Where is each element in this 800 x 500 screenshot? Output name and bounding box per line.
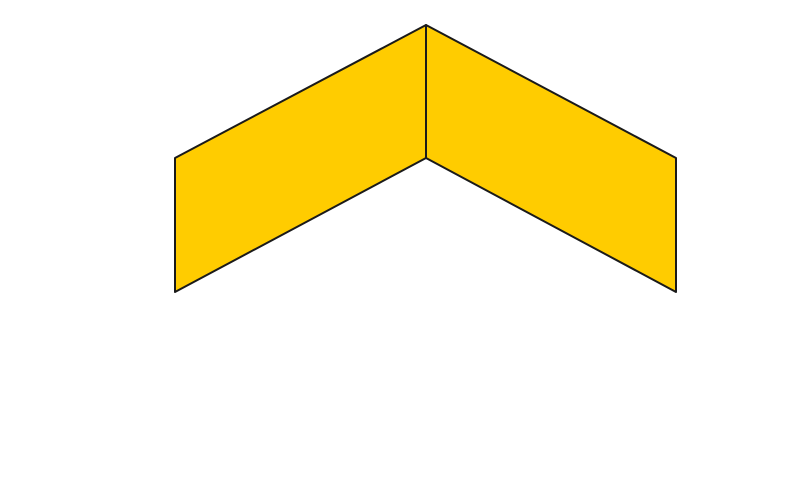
chevron-right-panel: [425, 24, 677, 293]
